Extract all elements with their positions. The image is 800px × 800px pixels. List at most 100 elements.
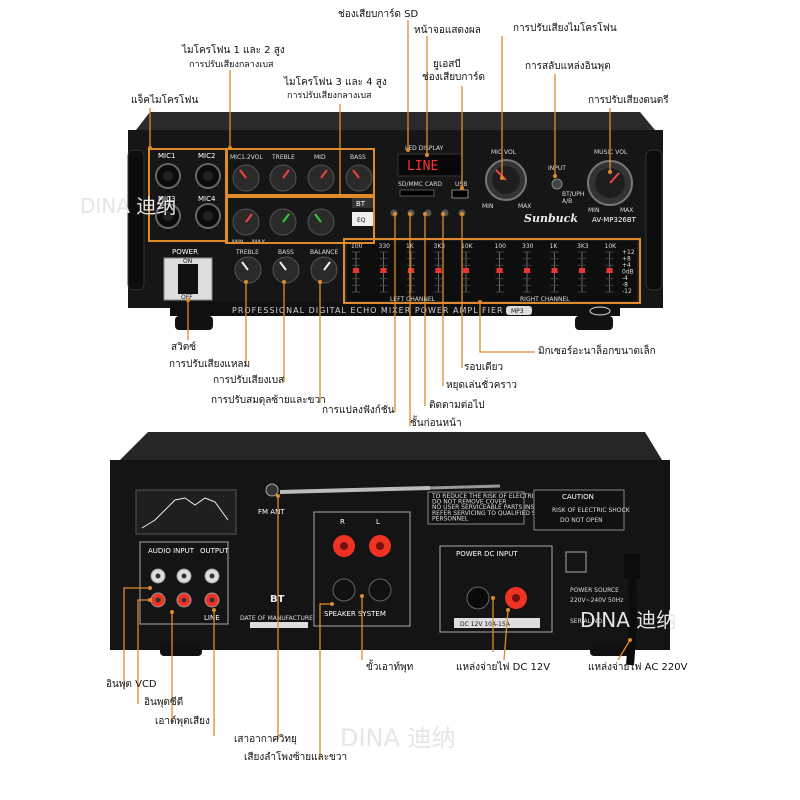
power-switch: POWER ON OFF <box>163 248 213 301</box>
music-vol-min: MIN <box>588 207 599 214</box>
callout-prev-track: ชั้นก่อนหน้า <box>410 418 462 429</box>
knob-label-mid: MID <box>314 154 326 161</box>
highlight-knobs-row-1 <box>225 148 375 196</box>
leader-dot <box>212 608 216 612</box>
leader-dot <box>170 610 174 614</box>
eq-freq-label: 1K <box>550 243 559 250</box>
leader-dot <box>608 170 612 174</box>
eq-db-label: -8 <box>622 282 628 289</box>
mic-jacks: MIC1 MIC2 MIC3 MIC4 <box>155 152 221 229</box>
knob-label-balance: BALANCE <box>310 249 338 256</box>
music-vol-max: MAX <box>620 207 633 214</box>
eq-freq-label: 330 <box>379 243 391 250</box>
callout-switch: สวิตซ์ <box>171 342 196 353</box>
callout-mic12: ไมโครโฟน 1 และ 2 สูง <box>182 45 285 56</box>
bt-indicator: BT <box>356 200 366 208</box>
leader-dot <box>276 494 280 498</box>
callout-cd-in: อินพุตซีดี <box>144 697 184 708</box>
mic-label-3: MIC3 <box>158 195 175 203</box>
speaker-system-label: SPEAKER SYSTEM <box>324 610 386 618</box>
highlight-equalizer <box>343 238 641 304</box>
power-off: OFF <box>181 294 193 301</box>
leader-line <box>503 609 509 661</box>
leader-dot <box>148 598 152 602</box>
led-display-label: LED DISPLAY <box>405 145 444 152</box>
leader-line <box>123 587 150 688</box>
audio-io-block: AUDIO INPUT OUTPUT LINE <box>139 541 229 625</box>
eq-db-label: +4 <box>622 262 631 269</box>
fm-ant-label: FM ANT <box>258 508 285 516</box>
power-source-label: POWER SOURCE <box>570 587 619 594</box>
callout-single-loop: รอบเดียว <box>464 362 504 373</box>
watermark-3: DINA 迪纳 <box>340 724 456 752</box>
eq-slider-knob <box>524 268 530 273</box>
knob-row-2: MIN MAX <box>232 208 335 246</box>
eq-freq-label: 3K3 <box>434 243 446 250</box>
callout-usb-2: ช่องเสียบการ์ด <box>422 72 485 83</box>
knob-label-bass-2: BASS <box>278 249 294 256</box>
leader-line <box>137 599 150 704</box>
eq-slider-knob <box>380 268 387 273</box>
right-channel-label: RIGHT CHANNEL <box>520 296 570 303</box>
callout-radio-ant: เสาอากาศวิทยุ <box>234 734 297 745</box>
callout-usb: ยูเอสบี <box>433 59 461 70</box>
leader-dot <box>393 212 397 216</box>
callout-balance-adjust: การปรับสมดุลซ้ายและขวา <box>211 395 326 406</box>
callout-lr-speakers: เสียงลำโพงซ้ายและขวา <box>244 752 348 763</box>
led-display: LED DISPLAY LINE SD/MMC CARD USB <box>390 145 469 217</box>
eq-freq-label: 10K <box>605 243 618 250</box>
callout-mic34-sub: การปรับเสียงกลางเบส <box>287 91 372 101</box>
eq-db-label: +8 <box>622 256 631 263</box>
callout-mic-adjust: การปรับเสียงไมโครโฟน <box>513 23 617 34</box>
mic-vol-min: MIN <box>482 203 493 210</box>
input-mode-1: BT/UPH <box>562 191 584 198</box>
eq-slider-knob <box>408 268 414 273</box>
warning-line: DO NOT REMOVE COVER <box>432 499 506 506</box>
leader-dot <box>244 280 248 284</box>
leader-line <box>617 639 631 661</box>
callout-mic12-sub: การปรับเสียงกลางเบส <box>189 60 274 70</box>
serial-label: SERIAL NO. <box>570 618 604 625</box>
left-channel-label: LEFT CHANNEL <box>390 296 436 303</box>
callout-display: หน้าจอแสดงผล <box>414 25 481 36</box>
callout-mic34: ไมโครโฟน 3 และ 4 สูง <box>284 77 387 88</box>
eq-db-label: +12 <box>622 249 635 256</box>
leader-dot <box>425 153 429 157</box>
back-panel: FM ANT AUDIO INPUT OUTPUT LINE BT DATE O… <box>110 432 670 666</box>
mp3-badge: MP3 <box>511 308 524 315</box>
leader-dot <box>408 212 412 216</box>
leader-dot <box>282 280 286 284</box>
audio-input-label: AUDIO INPUT <box>148 547 195 555</box>
eq-slider-knob <box>551 268 558 273</box>
leader-dot <box>460 212 464 216</box>
leader-dot <box>186 298 190 302</box>
music-vol-knob: MUSIC VOL MIN MAX <box>587 149 633 214</box>
highlight-knobs-row-2 <box>225 196 375 244</box>
leader-dot <box>360 594 364 598</box>
leader-dot <box>491 596 495 600</box>
leader-dot <box>148 586 152 590</box>
callout-pause: หยุดเล่นชั่วคราว <box>446 380 518 391</box>
eq-slider-knob <box>579 268 585 273</box>
eq-db-label: -4 <box>622 275 628 282</box>
output-label: OUTPUT <box>200 547 229 555</box>
eq-freq-label: 3K3 <box>577 243 589 250</box>
warning-line: PERSONNEL <box>432 515 469 522</box>
power-label: POWER <box>172 248 198 256</box>
callout-sd-slot: ช่องเสียบการ์ด SD <box>338 9 419 20</box>
power-on: ON <box>183 258 192 265</box>
music-vol-label: MUSIC VOL <box>594 149 628 156</box>
eq-freq-label: 100 <box>351 243 363 250</box>
warning-line: TO REDUCE THE RISK OF ELECTRIC SHOCK <box>431 493 562 500</box>
callout-input-switch: การสลับแหล่งอินพุต <box>525 61 611 72</box>
callout-mode-change: การแปลงฟังก์ชัน <box>322 405 395 416</box>
speaker-l: L <box>376 518 380 526</box>
panel-title: PROFESSIONAL DIGITAL ECHO MIXER POWER AM… <box>232 306 504 315</box>
callout-bass-adjust: การปรับเสียงเบส <box>213 375 285 386</box>
callout-audio-out: เอาต์พุตเสียง <box>155 716 210 727</box>
leader-dot <box>460 186 464 190</box>
eq-slider-knob <box>353 268 359 273</box>
caution-line-1: RISK OF ELECTRIC SHOCK <box>552 507 631 514</box>
